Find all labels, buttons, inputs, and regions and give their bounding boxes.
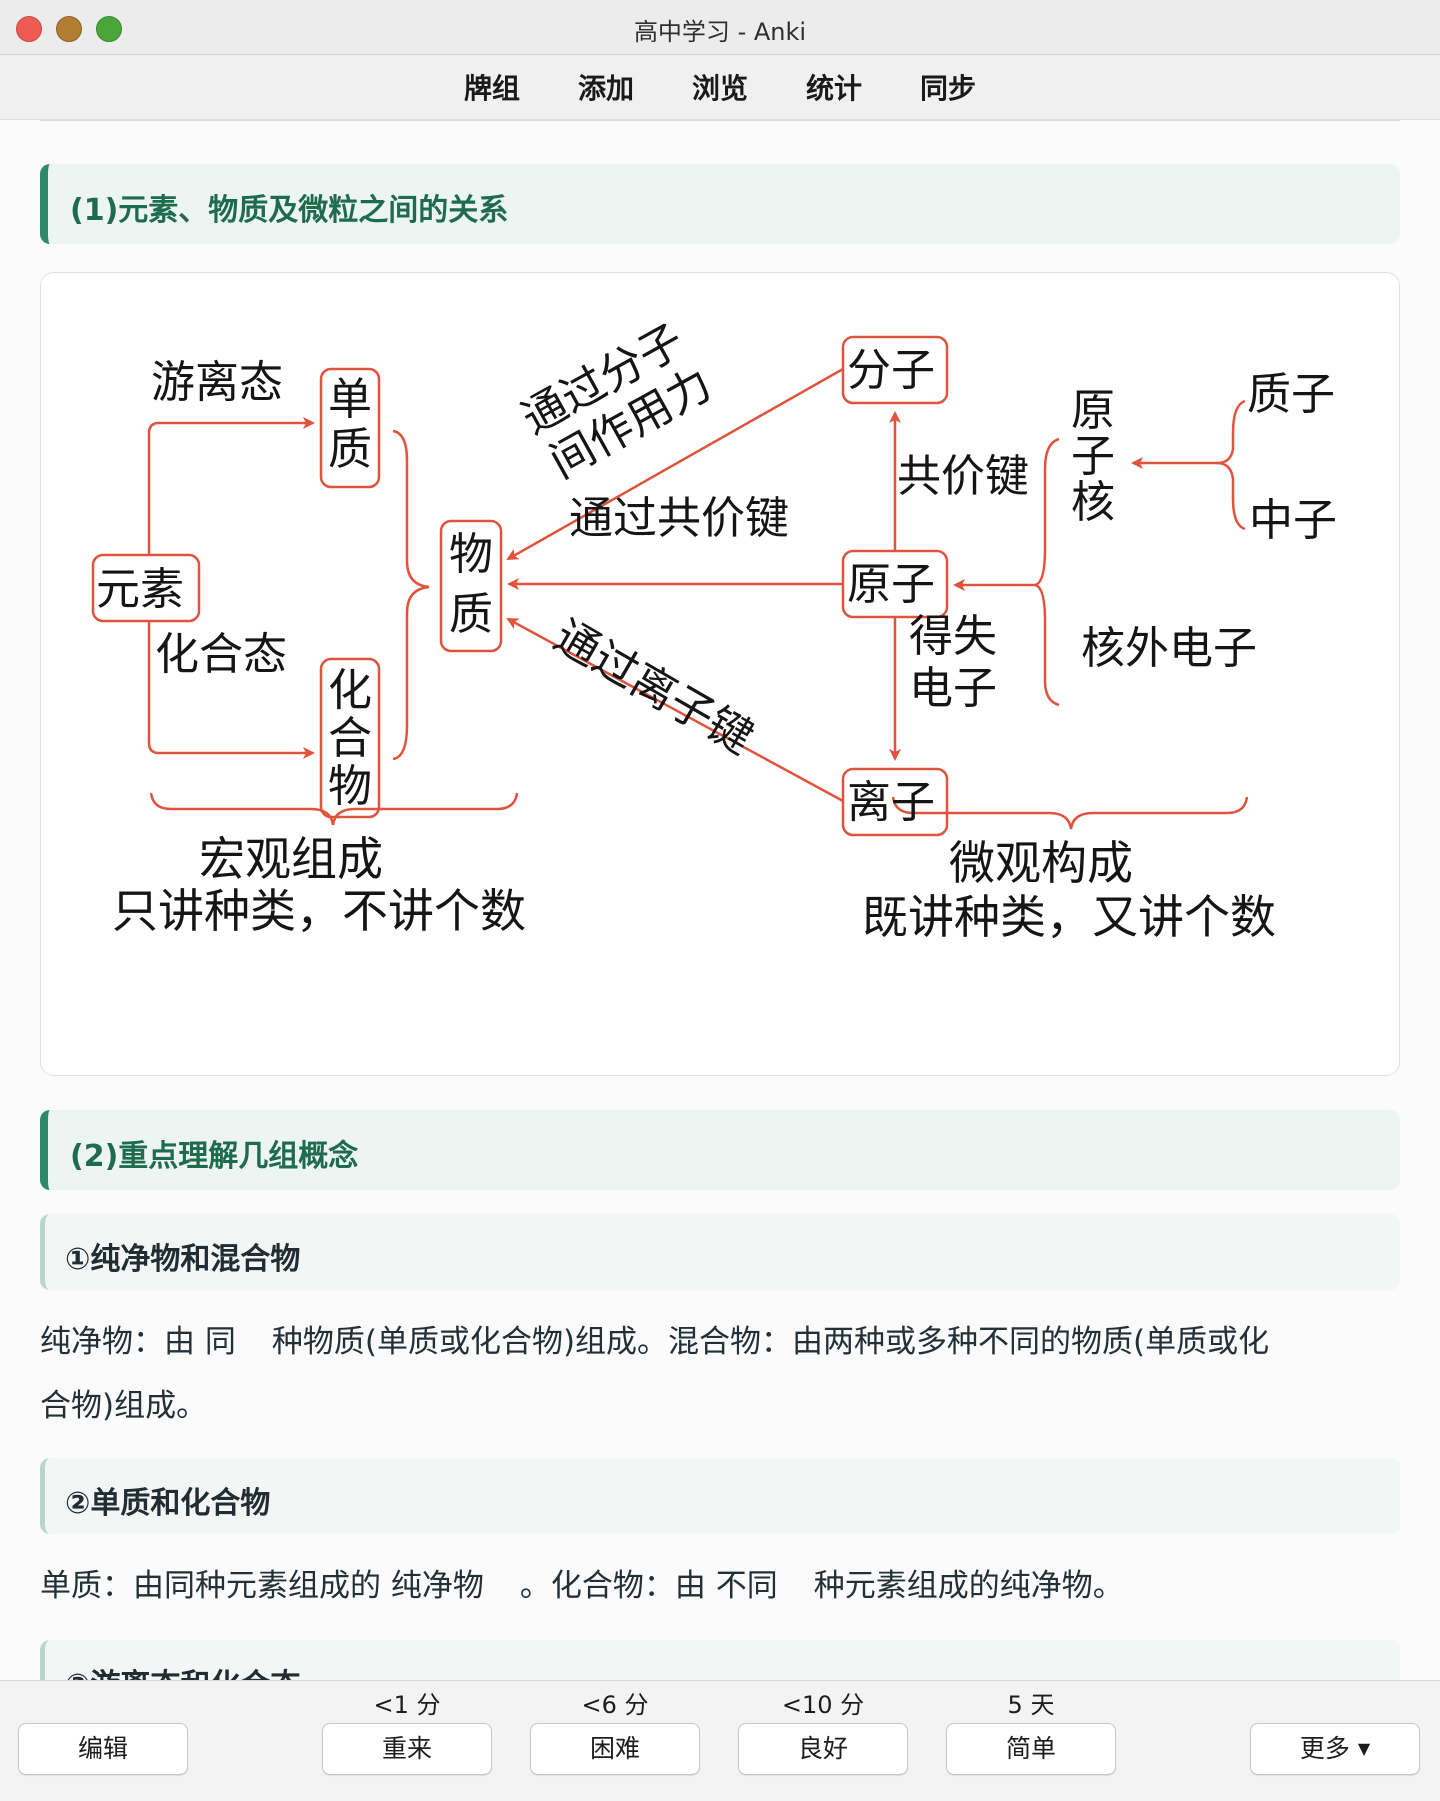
- caret-down-icon: ▼: [1357, 1739, 1371, 1758]
- label-tongguogongjiajian: 通过共价键: [569, 493, 789, 544]
- card-content[interactable]: (1)元素、物质及微粒之间的关系: [40, 120, 1400, 1680]
- arrow-youlitai: [147, 417, 315, 555]
- label-huahewu-1: 化: [328, 665, 372, 716]
- window-title: 高中学习 - Anki: [633, 18, 807, 46]
- label-fenzi: 分子: [847, 345, 935, 396]
- label-huahewu-3: 物: [328, 761, 372, 812]
- box-huahewu: [319, 657, 381, 819]
- subsection-1-text: 纯净物：由 同种物质(单质或化合物)组成。混合物：由两种或多种不同的物质(单质或…: [40, 1310, 1400, 1438]
- subsection-1-heading: ①纯净物和混合物: [40, 1214, 1400, 1290]
- nav-sync[interactable]: 同步: [920, 72, 977, 105]
- brace-yuanzi-lower: [1034, 583, 1060, 707]
- again-interval: <1 分: [373, 1691, 441, 1719]
- nav-add[interactable]: 添加: [577, 72, 634, 105]
- brace-yuanzihe: [1131, 399, 1246, 469]
- label-yuanzihe-1: 原: [1071, 385, 1115, 436]
- hard-interval: <6 分: [581, 1691, 649, 1719]
- text-fragment: 种元素组成的纯净物。: [813, 1568, 1124, 1604]
- label-yuanzihe-3: 核: [1071, 477, 1115, 528]
- nav-stats[interactable]: 统计: [806, 72, 863, 105]
- section-2-heading: (2)重点理解几组概念: [40, 1110, 1400, 1190]
- subsection-3-heading: ③游离态和化合态: [40, 1640, 1400, 1680]
- label-weiguan-1: 微观构成: [949, 836, 1133, 890]
- brace-wuzhi: [392, 429, 430, 761]
- review-bottom-bar: 编辑 <1 分 重来 <6 分 困难 <10 分 良好 5 天 简单 更多 ▼: [0, 1680, 1440, 1801]
- nav-decks[interactable]: 牌组: [463, 72, 520, 105]
- text-fragment: 种物质(单质或化合物)组成。混合物：由两种或多种不同的物质(单质或化: [271, 1324, 1270, 1360]
- arrow-huahetai: [147, 621, 315, 759]
- minimize-window-button[interactable]: [56, 16, 82, 42]
- window-titlebar: 高中学习 - Anki: [0, 0, 1440, 55]
- diagram-svg: 元素 游离态 化合态 单 质 化 合 物 物 质 分子 原子 离子 共价键 得失…: [91, 315, 1337, 944]
- close-window-button[interactable]: [16, 16, 42, 42]
- easy-interval: 5 天: [1007, 1691, 1055, 1719]
- easy-button[interactable]: 简单: [946, 1723, 1116, 1775]
- subsection-3-title: ③游离态和化合态: [65, 1660, 300, 1680]
- box-wuzhi: [439, 519, 503, 653]
- subsection-2-text: 单质：由同种元素组成的 纯净物。化合物：由 不同种元素组成的纯净物。: [40, 1554, 1400, 1618]
- label-danzhi-1: 单: [328, 374, 372, 425]
- nav-browse[interactable]: 浏览: [691, 72, 748, 105]
- text-fragment: 单质：由同种元素组成的 纯净物: [40, 1568, 484, 1604]
- zoom-window-button[interactable]: [96, 16, 122, 42]
- text-fragment: 纯净物：由 同: [40, 1324, 236, 1360]
- subsection-2-title: ②单质和化合物: [65, 1486, 271, 1521]
- top-nav: 牌组 添加 浏览 统计 同步: [0, 55, 1440, 120]
- good-button[interactable]: 良好: [738, 1723, 908, 1775]
- section-1-heading: (1)元素、物质及微粒之间的关系: [40, 164, 1400, 244]
- label-yuanzihe-2: 子: [1071, 431, 1115, 482]
- box-danzhi: [319, 367, 381, 489]
- label-tongguolizijian: 通过离子键: [546, 610, 762, 764]
- arrow-fenzi-wuzhi: [506, 367, 844, 561]
- label-hongguan-1: 宏观组成: [199, 832, 383, 886]
- text-fragment: 。化合物：由 不同: [519, 1568, 778, 1604]
- label-weiguan-2: 既讲种类，又讲个数: [862, 890, 1276, 944]
- subsection-1-title: ①纯净物和混合物: [65, 1242, 301, 1277]
- label-hewaidianzi: 核外电子: [1081, 623, 1257, 674]
- label-zhongzi: 中子: [1249, 495, 1337, 546]
- label-hongguan-2: 只讲种类，不讲个数: [112, 884, 526, 938]
- label-lizi: 离子: [847, 777, 935, 828]
- brace-weiguan: [891, 796, 1249, 830]
- brace-yuanzi: [953, 437, 1060, 591]
- label-gongjiajian: 共价键: [897, 451, 1029, 502]
- label-wuzhi-1: 物: [449, 529, 493, 580]
- edit-button[interactable]: 编辑: [18, 1723, 188, 1775]
- label-yuanzi: 原子: [847, 559, 935, 610]
- brace-yuanzihe-lower: [1216, 461, 1246, 531]
- text-fragment: 合物)组成。: [40, 1388, 208, 1424]
- box-yuansu: [91, 553, 201, 623]
- relationship-diagram: 元素 游离态 化合态 单 质 化 合 物 物 质 分子 原子 离子 共价键 得失…: [40, 272, 1400, 1076]
- label-youlitai: 游离态: [151, 357, 283, 408]
- label-danzhi-2: 质: [328, 424, 372, 475]
- divider: [40, 120, 1400, 121]
- good-interval: <10 分: [781, 1691, 865, 1719]
- label-huahetai: 化合态: [155, 629, 287, 680]
- subsection-2-heading: ②单质和化合物: [40, 1458, 1400, 1534]
- label-zhizi: 质子: [1247, 369, 1335, 420]
- section-2-title: (2)重点理解几组概念: [70, 1139, 359, 1174]
- label-wuzhi-2: 质: [449, 589, 493, 640]
- again-button[interactable]: 重来: [322, 1723, 492, 1775]
- label-deshi-1: 得失: [909, 611, 997, 662]
- arrow-lizi-wuzhi: [506, 617, 844, 803]
- label-huahewu-2: 合: [328, 713, 372, 764]
- box-lizi: [841, 767, 949, 837]
- brace-hongguan: [149, 792, 519, 826]
- label-yuansu: 元素: [96, 564, 184, 615]
- more-label: 更多: [1299, 1734, 1350, 1763]
- hard-button[interactable]: 困难: [530, 1723, 700, 1775]
- section-1-title: (1)元素、物质及微粒之间的关系: [70, 193, 509, 228]
- more-button[interactable]: 更多 ▼: [1250, 1723, 1420, 1775]
- label-deshi-2: 电子: [909, 663, 997, 714]
